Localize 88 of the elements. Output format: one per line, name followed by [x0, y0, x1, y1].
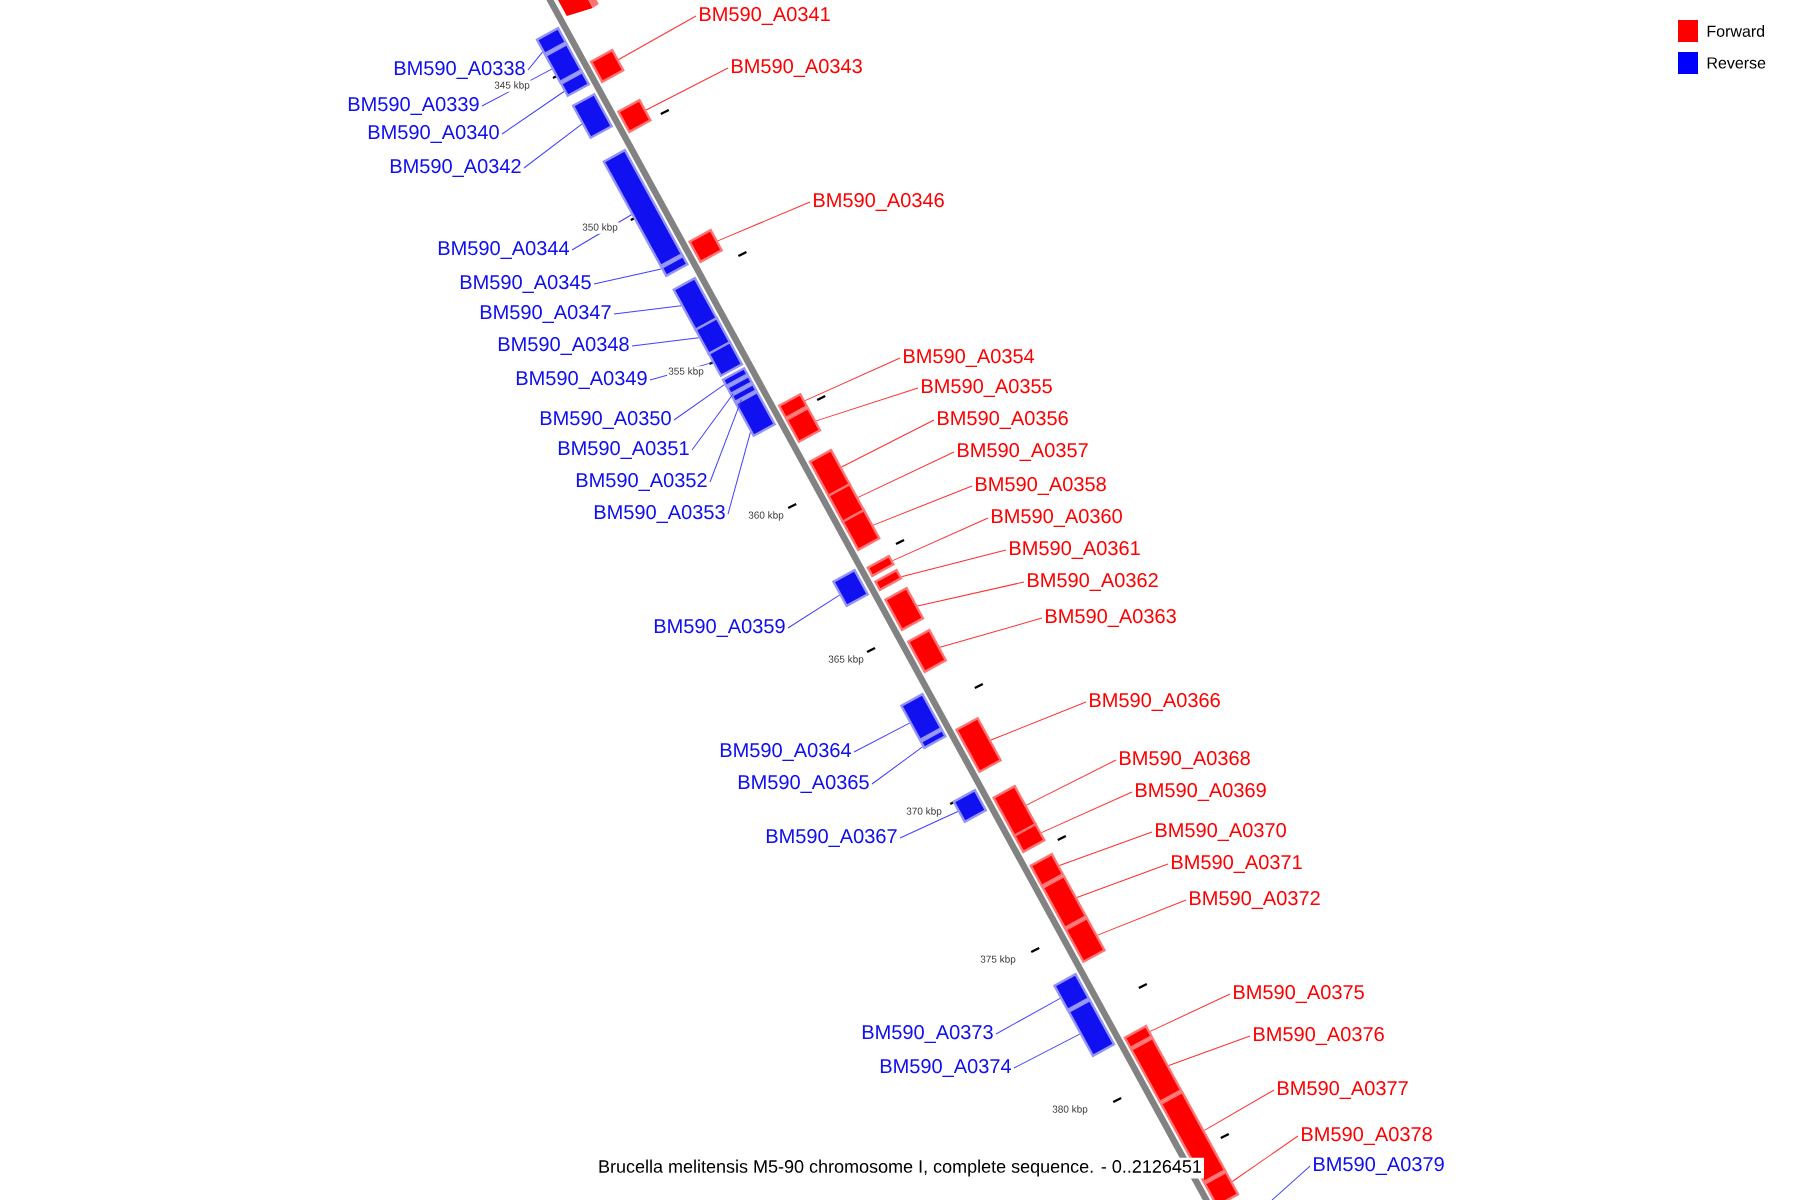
gene-label: BM590_A0371	[1172, 855, 1302, 873]
gene-label: BM590_A0362	[1028, 573, 1158, 591]
leader-line	[900, 549, 1007, 578]
leader-line	[631, 337, 700, 347]
leader-line	[899, 811, 959, 839]
leader-line	[1231, 1135, 1299, 1182]
gene-block	[1203, 1170, 1240, 1200]
leader-line	[1041, 791, 1133, 834]
leader-line	[691, 393, 734, 451]
gene-label: BM590_A0375	[1234, 985, 1364, 1003]
leader-line	[709, 399, 742, 483]
leader-line	[939, 617, 1043, 648]
gene-label: BM590_A0374	[880, 1059, 1011, 1077]
leader-line	[853, 722, 910, 753]
gene-label: BM590_A0338	[394, 61, 525, 79]
leader-line	[571, 214, 632, 251]
gene-label: BM590_A0341	[700, 7, 830, 25]
leader-line	[645, 67, 729, 111]
gene-label: BM590_A0361	[1010, 541, 1140, 559]
leader-line	[990, 701, 1087, 741]
leader-line	[857, 451, 955, 498]
gene-label: BM590_A0350	[540, 411, 671, 429]
leader-line	[481, 68, 553, 107]
gene-label: BM590_A0364	[720, 743, 851, 761]
gene-label: BM590_A0354	[904, 349, 1035, 367]
leader-line	[717, 201, 811, 242]
leader-line	[804, 357, 901, 402]
legend-label: Reverse	[1707, 57, 1766, 69]
leader-line	[1097, 899, 1187, 936]
gene-label: BM590_A0339	[348, 97, 479, 115]
gene-label: BM590_A0343	[732, 59, 862, 77]
leader-line	[1076, 863, 1169, 898]
leader-line	[727, 431, 751, 515]
leader-line	[995, 997, 1061, 1035]
gene-label: BM590_A0356	[938, 411, 1068, 429]
gene-label: BM590_A0358	[976, 477, 1106, 495]
gene-label: BM590_A0346	[814, 193, 944, 211]
gene-label: BM590_A0355	[922, 379, 1052, 397]
leader-line	[618, 15, 697, 61]
gene-label: BM590_A0367	[766, 829, 897, 847]
gene-label: BM590_A0353	[594, 505, 725, 523]
gene-label: BM590_A0372	[1190, 891, 1320, 909]
leader-line	[1025, 759, 1117, 806]
leader-line	[871, 746, 923, 785]
leader-line	[527, 51, 543, 71]
gene-label: BM590_A0363	[1046, 609, 1176, 627]
leader-line	[1013, 1033, 1081, 1069]
gene-label: BM590_A0347	[480, 305, 611, 323]
gene-label: BM590_A0368	[1120, 751, 1250, 769]
gene-label: BM590_A0378	[1302, 1127, 1432, 1145]
leader-line	[649, 362, 713, 381]
leader-line	[1058, 831, 1153, 866]
leader-line	[1271, 1165, 1311, 1200]
gene-label: BM590_A0377	[1278, 1081, 1408, 1099]
gene-label: BM590_A0373	[862, 1025, 993, 1043]
leader-line	[613, 305, 682, 315]
gene-label: BM590_A0376	[1254, 1027, 1384, 1045]
leader-line	[1203, 1089, 1275, 1131]
leader-line	[872, 485, 973, 526]
leader-line	[892, 517, 989, 562]
leader-line	[1168, 1035, 1251, 1066]
gene-label: BM590_A0366	[1090, 693, 1220, 711]
leader-line	[787, 594, 840, 629]
gene-label: BM590_A0360	[992, 509, 1122, 527]
gene-label: BM590_A0357	[958, 443, 1088, 461]
leader-line	[523, 123, 583, 169]
leader-line	[593, 268, 662, 285]
leader-line	[815, 387, 919, 422]
gene-label: BM590_A0351	[558, 441, 689, 459]
gene-label: BM590_A0369	[1136, 783, 1266, 801]
leader-line	[1149, 993, 1231, 1032]
gene-label: BM590_A0352	[576, 473, 707, 491]
gene-label: BM590_A0370	[1156, 823, 1286, 841]
leader-line	[841, 419, 935, 468]
gene-label: BM590_A0379	[1314, 1157, 1444, 1175]
gene-label: BM590_A0348	[498, 337, 629, 355]
leader-line	[501, 91, 565, 135]
gene-label: BM590_A0359	[654, 619, 785, 637]
gene-label: BM590_A0342	[390, 159, 521, 177]
gene-label: BM590_A0344	[438, 241, 569, 259]
gene-label: BM590_A0349	[516, 371, 647, 389]
legend-label: Forward	[1707, 25, 1765, 37]
gene-label: BM590_A0340	[368, 125, 499, 143]
leader-line	[917, 581, 1025, 607]
caption: Brucella melitensis M5-90 chromosome I, complete sequence. - 0..2126451	[596, 1157, 1204, 1179]
gene-label: BM590_A0365	[738, 775, 869, 793]
leader-line	[673, 384, 725, 421]
gene-label: BM590_A0345	[460, 275, 591, 293]
